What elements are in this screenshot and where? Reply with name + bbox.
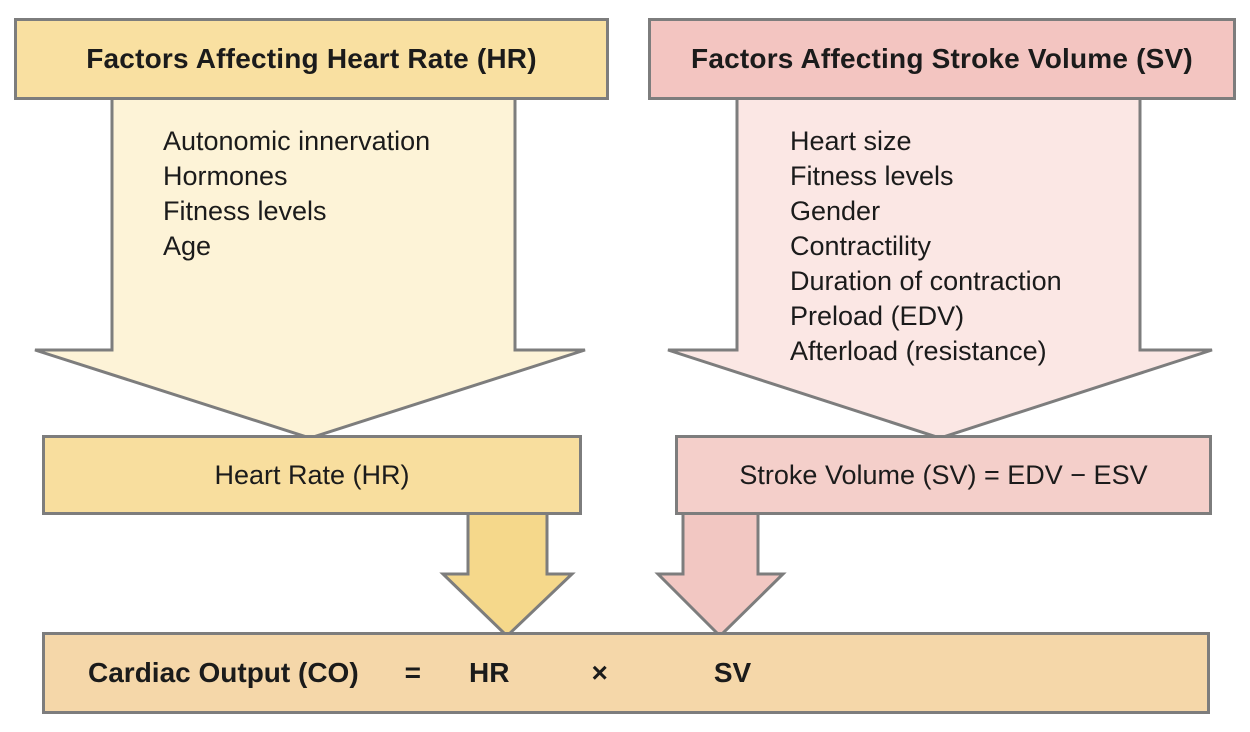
sv-factor-item: Afterload (resistance) <box>790 336 1047 366</box>
heart-rate-label: Heart Rate (HR) <box>214 459 410 490</box>
sv-factors-header-box: Factors Affecting Stroke Volume (SV) <box>648 18 1236 100</box>
hr-factors-header-box: Factors Affecting Heart Rate (HR) <box>14 18 609 100</box>
hr-term: HR <box>469 657 510 688</box>
hr-to-co-arrow-icon <box>439 510 576 639</box>
sv-factor-item: Heart size <box>790 126 912 156</box>
hr-factors-header-label: Factors Affecting Heart Rate (HR) <box>86 43 537 74</box>
sv-factor-item: Contractility <box>790 231 932 261</box>
hr-factors-funnel-arrow-icon <box>34 94 586 440</box>
hr-factor-item: Fitness levels <box>163 196 327 226</box>
hr-factor-item: Hormones <box>163 161 288 191</box>
hr-factor-item: Age <box>163 231 212 261</box>
stroke-volume-box: Stroke Volume (SV) = EDV − ESV <box>675 435 1212 515</box>
multiply-sign: × <box>591 657 608 688</box>
hr-factor-item: Autonomic innervation <box>163 126 431 156</box>
stroke-volume-label: Stroke Volume (SV) = EDV − ESV <box>739 459 1148 490</box>
sv-factors-header-label: Factors Affecting Stroke Volume (SV) <box>691 43 1193 74</box>
hr-factors-list: Autonomic innervation Hormones Fitness l… <box>163 124 430 264</box>
sv-term: SV <box>713 657 752 688</box>
sv-factor-item: Fitness levels <box>790 161 954 191</box>
sv-factor-item: Preload (EDV) <box>790 301 965 331</box>
heart-rate-box: Heart Rate (HR) <box>42 435 582 515</box>
equals-sign: = <box>404 657 422 688</box>
sv-factor-item: Duration of contraction <box>790 266 1062 296</box>
sv-factors-funnel-arrow-icon <box>667 94 1213 440</box>
cardiac-output-equation-bar: Cardiac Output (CO) = HR × SV <box>42 632 1210 714</box>
sv-factor-item: Gender <box>790 196 881 226</box>
sv-factors-list: Heart size Fitness levels Gender Contrac… <box>790 124 1062 369</box>
cardiac-output-label: Cardiac Output (CO) <box>88 657 359 688</box>
sv-to-co-arrow-icon <box>654 510 787 639</box>
